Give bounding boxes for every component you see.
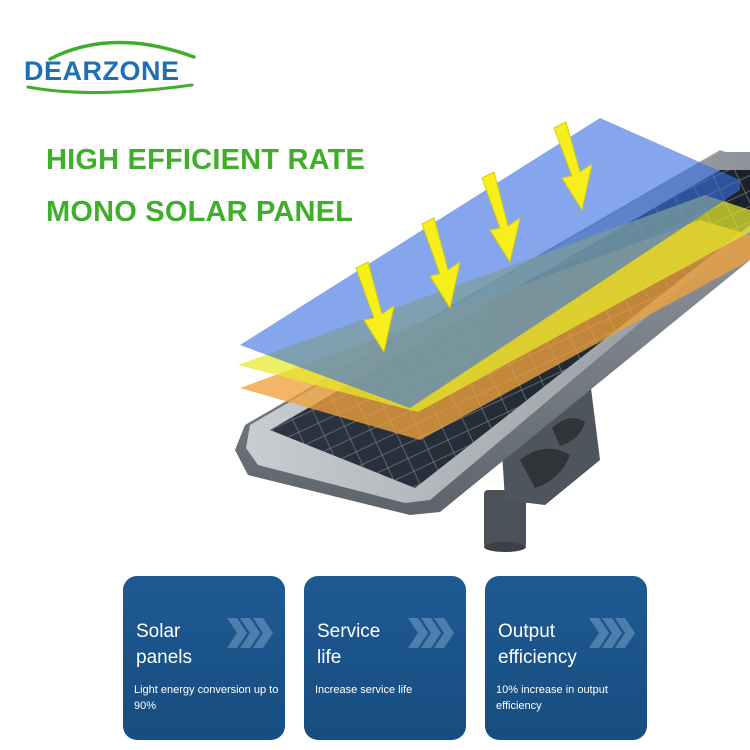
sunlight-arrows	[355, 121, 593, 354]
feature-card-title: Service life	[317, 619, 417, 671]
feature-title-line: Solar	[136, 621, 181, 642]
brand-name: DEARZONE	[24, 56, 180, 86]
feature-card-solar-panels: Solar panels Light energy conversion up …	[123, 576, 285, 740]
solar-street-light-illustration	[235, 118, 750, 552]
brand-logo: DEARZONE	[22, 35, 197, 95]
headline-line-2: MONO SOLAR PANEL	[46, 196, 354, 228]
feature-card-description: Increase service life	[315, 684, 413, 696]
feature-title-line: Output	[498, 621, 556, 642]
feature-card-title: Solar panels	[136, 619, 236, 671]
chevrons-right-icon	[408, 618, 454, 648]
feature-card-output-efficiency: Output efficiency 10% increase in output…	[485, 576, 647, 740]
feature-card-service-life: Service life Increase service life	[304, 576, 466, 740]
feature-title-line: panels	[136, 647, 192, 668]
panel-layer-blue	[240, 118, 740, 408]
feature-title-line: life	[317, 647, 342, 668]
chevrons-right-icon	[227, 618, 273, 648]
feature-title-line: efficiency	[498, 647, 577, 668]
chevrons-right-icon	[589, 618, 635, 648]
feature-title-line: Service	[317, 621, 381, 642]
feature-card-title: Output efficiency	[498, 619, 598, 671]
feature-card-description: 10% increase in output efficiency	[496, 684, 608, 712]
headline-line-1: HIGH EFFICIENT RATE	[46, 144, 366, 176]
feature-card-description: Light energy conversion up to 90%	[134, 684, 279, 712]
logo-swoosh-icon	[26, 40, 196, 95]
